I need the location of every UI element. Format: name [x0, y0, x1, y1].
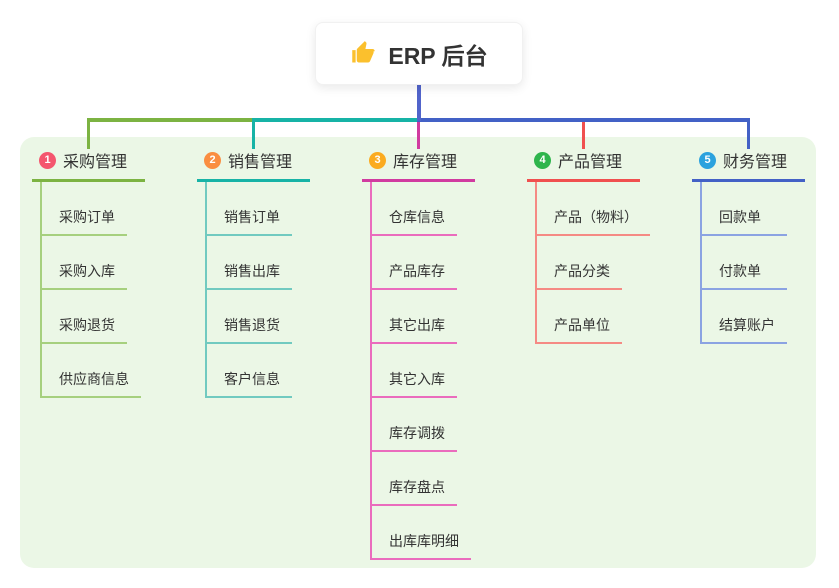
branch-items: 回款单付款单结算账户: [700, 182, 787, 344]
branch-header-3[interactable]: 3 库存管理: [362, 144, 475, 182]
branch-5: 5 财务管理回款单付款单结算账户: [692, 144, 805, 344]
root-title: ERP 后台: [388, 42, 488, 69]
item-node[interactable]: 产品分类: [537, 236, 622, 290]
branch-label: 库存管理: [393, 154, 458, 171]
item-node[interactable]: 客户信息: [207, 344, 292, 398]
connector-segment: [417, 121, 420, 149]
branches-panel: [20, 137, 816, 568]
item-node[interactable]: 库存盘点: [372, 452, 457, 506]
item-node[interactable]: 采购订单: [42, 182, 127, 236]
thumbs-up-icon: [350, 40, 377, 67]
connector-segment: [252, 118, 420, 122]
item-node[interactable]: 产品（物料）: [537, 182, 650, 236]
item-node[interactable]: 销售退货: [207, 290, 292, 344]
item-node[interactable]: 回款单: [702, 182, 787, 236]
branch-items: 采购订单采购入库采购退货供应商信息: [40, 182, 141, 398]
branch-label: 产品管理: [558, 154, 623, 171]
branch-label: 财务管理: [723, 154, 788, 171]
branch-header-2[interactable]: 2 销售管理: [197, 144, 310, 182]
item-node[interactable]: 产品单位: [537, 290, 622, 344]
item-node[interactable]: 付款单: [702, 236, 787, 290]
root-node[interactable]: ERP 后台: [315, 22, 523, 85]
branch-items: 销售订单销售出库销售退货客户信息: [205, 182, 292, 398]
item-node[interactable]: 销售出库: [207, 236, 292, 290]
item-node[interactable]: 库存调拨: [372, 398, 457, 452]
connector-segment: [747, 118, 750, 149]
connector-segment: [252, 118, 255, 149]
connector-segment: [87, 118, 90, 149]
branch-label: 销售管理: [228, 154, 293, 171]
branch-header-5[interactable]: 5 财务管理: [692, 144, 805, 182]
branch-items: 仓库信息产品库存其它出库其它入库库存调拨库存盘点出库库明细: [370, 182, 471, 560]
item-node[interactable]: 结算账户: [702, 290, 787, 344]
connector-segment: [417, 84, 421, 121]
branch-number-badge: 3: [369, 151, 386, 169]
item-node[interactable]: 其它入库: [372, 344, 457, 398]
branch-2: 2 销售管理销售订单销售出库销售退货客户信息: [197, 144, 310, 398]
connector-segment: [582, 118, 585, 149]
item-node[interactable]: 采购入库: [42, 236, 127, 290]
item-node[interactable]: 其它出库: [372, 290, 457, 344]
branch-header-1[interactable]: 1 采购管理: [32, 144, 145, 182]
branch-3: 3 库存管理仓库信息产品库存其它出库其它入库库存调拨库存盘点出库库明细: [362, 144, 475, 560]
item-node[interactable]: 产品库存: [372, 236, 457, 290]
item-node[interactable]: 供应商信息: [42, 344, 141, 398]
branch-1: 1 采购管理采购订单采购入库采购退货供应商信息: [32, 144, 145, 398]
branch-number-badge: 5: [699, 151, 716, 169]
branch-label: 采购管理: [63, 154, 128, 171]
branch-number-badge: 1: [39, 151, 56, 169]
connector-segment: [417, 118, 750, 122]
item-node[interactable]: 销售订单: [207, 182, 292, 236]
item-node[interactable]: 采购退货: [42, 290, 127, 344]
branch-4: 4 产品管理产品（物料）产品分类产品单位: [527, 144, 650, 344]
item-node[interactable]: 仓库信息: [372, 182, 457, 236]
branch-number-badge: 2: [204, 151, 221, 169]
item-node[interactable]: 出库库明细: [372, 506, 471, 560]
branch-header-4[interactable]: 4 产品管理: [527, 144, 640, 182]
branch-number-badge: 4: [534, 151, 551, 169]
branch-items: 产品（物料）产品分类产品单位: [535, 182, 650, 344]
